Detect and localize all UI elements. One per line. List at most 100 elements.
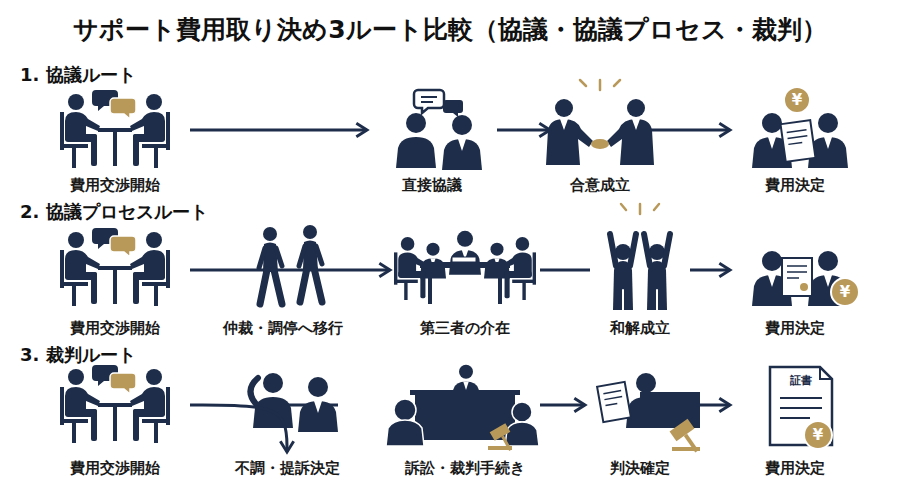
step-label: 費用交渉開始	[70, 175, 160, 195]
fee-icon	[752, 87, 848, 168]
step-label: 費用交渉開始	[70, 318, 160, 338]
meeting-icon	[60, 228, 170, 306]
handshake-icon	[546, 80, 654, 165]
icon-part	[800, 283, 808, 291]
flow-arrow	[190, 405, 287, 452]
icon-part	[386, 420, 424, 446]
step-node: 合意成立	[550, 88, 650, 195]
icon-part	[259, 227, 282, 304]
flow-arrow	[540, 404, 585, 407]
step-label: 直接協議	[402, 175, 462, 195]
step-label: 訴訟・裁判手続き	[405, 458, 525, 478]
icon-part	[672, 447, 700, 451]
meeting-icon	[60, 365, 170, 443]
icon-part	[505, 422, 539, 446]
step-node: 判決確定	[585, 363, 695, 478]
celebrate-icon	[610, 204, 670, 310]
route-heading: 1. 協議ルート	[20, 64, 136, 86]
flow-arrow	[695, 404, 730, 407]
icon-part	[502, 237, 536, 300]
talk-icon	[396, 90, 482, 170]
icon-part	[488, 446, 512, 450]
coin-symbol: ¥	[840, 283, 850, 301]
step-label: 費用交渉開始	[70, 458, 160, 478]
icon-part	[591, 139, 609, 149]
icon-part	[298, 377, 338, 432]
icon-part	[546, 99, 593, 165]
icon-part	[770, 367, 832, 445]
flow-arrow	[190, 129, 367, 132]
icon-part	[597, 382, 631, 422]
step-node: 費用交渉開始	[40, 363, 190, 478]
flow-arrow	[650, 129, 730, 132]
icon-part	[449, 231, 481, 275]
icon-part	[498, 268, 502, 304]
step-label: 費用決定	[765, 458, 825, 478]
icon-part	[415, 395, 515, 440]
icon-part	[428, 268, 432, 304]
step-node: 費用交渉開始	[40, 88, 190, 195]
icon-part	[414, 90, 444, 113]
step-node: 費用交渉開始	[40, 228, 190, 338]
icon-part	[443, 100, 463, 117]
step-node: 不調・提訴決定	[227, 452, 347, 478]
icon-part	[512, 402, 532, 422]
step-node: 仲裁・調停へ移行	[218, 228, 348, 338]
icon-part	[394, 399, 416, 421]
icon-part	[410, 390, 520, 395]
flow-arrow	[348, 269, 390, 272]
walking-icon	[259, 225, 322, 304]
certificate-icon	[770, 367, 832, 449]
icon-part	[787, 266, 807, 278]
icon-part	[452, 257, 476, 262]
step-label: 仲裁・調停へ移行	[223, 318, 343, 338]
icon-part	[421, 97, 437, 102]
step-label: 和解成立	[610, 318, 670, 338]
icon-part	[442, 115, 482, 170]
icon-part	[250, 378, 258, 404]
icon-part	[253, 373, 293, 428]
step-node: 直接協議	[367, 88, 497, 195]
icon-part	[831, 278, 859, 306]
icon-part	[394, 237, 428, 300]
icon-part	[787, 130, 808, 145]
step-label: 費用決定	[765, 318, 825, 338]
icon-part	[780, 398, 822, 418]
step-label: 不調・提訴決定	[235, 458, 340, 478]
route-heading: 3. 裁判ルート	[20, 344, 136, 366]
coin-symbol: ¥	[813, 426, 823, 444]
coin-symbol: ¥	[792, 91, 802, 109]
icon-part	[670, 419, 695, 441]
step-label: 第三者の介在	[420, 318, 510, 338]
icon-part	[420, 262, 510, 268]
mediation-icon	[394, 231, 536, 304]
document-title: 証書	[790, 374, 812, 387]
icon-part	[670, 419, 706, 458]
icon-part	[782, 258, 812, 296]
icon-part	[603, 391, 623, 406]
step-label: 判決確定	[610, 458, 670, 478]
icon-part	[597, 382, 631, 422]
icon-part	[644, 234, 670, 310]
diagram-title: サポート費用取り決め3ルート比較（協議・協議プロセス・裁判）	[0, 14, 900, 46]
icon-part	[784, 87, 810, 113]
icon-part	[781, 120, 816, 162]
icon-part	[621, 204, 659, 214]
icon-part	[396, 113, 436, 168]
path-line	[218, 269, 348, 272]
court-icon	[386, 365, 539, 455]
icon-part	[490, 423, 511, 441]
route-heading: 2. 協議プロセスルート	[20, 201, 208, 223]
icon-part	[610, 234, 636, 310]
flow-arrow	[497, 129, 550, 132]
step-label: 合意成立	[570, 175, 630, 195]
meeting-icon	[60, 90, 170, 168]
flow-arrow	[690, 269, 730, 272]
icon-part	[299, 225, 322, 302]
step-label: 費用決定	[765, 175, 825, 195]
flow-arrow	[540, 269, 590, 272]
verdict-icon	[597, 373, 706, 458]
step-node: 第三者の介在	[390, 228, 540, 338]
